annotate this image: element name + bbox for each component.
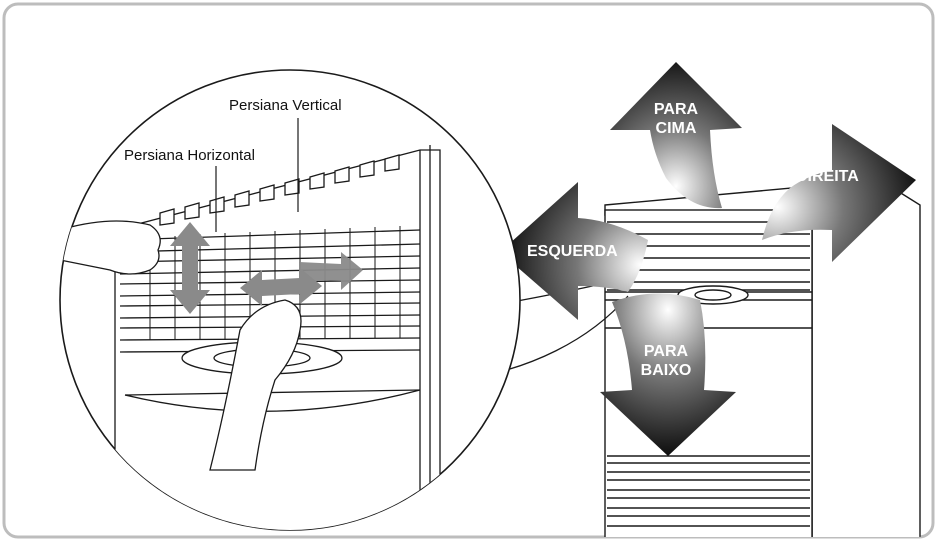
vertical-louver-fins xyxy=(159,154,400,226)
arrow-up-label: PARA CIMA xyxy=(640,100,712,138)
arrow-down-label: PARA BAIXO xyxy=(630,342,702,380)
louver-adjust-arrows xyxy=(170,222,363,314)
arrow-right-label: DIREITA xyxy=(796,168,859,185)
arrow-right xyxy=(762,124,916,262)
magnified-view xyxy=(59,69,521,531)
left-hand xyxy=(60,220,161,275)
arrow-left-label: ESQUERDA xyxy=(527,243,618,260)
horizontal-louver-label: Persiana Horizontal xyxy=(124,147,255,164)
arrow-down-label-line1: PARA xyxy=(643,343,689,360)
arrow-up-label-line2: CIMA xyxy=(655,120,697,138)
right-hand xyxy=(209,299,302,471)
arrow-up-label-line1: PARA xyxy=(653,101,699,118)
arrow-up xyxy=(610,62,742,209)
arrow-down xyxy=(600,293,736,456)
bottom-grille xyxy=(607,455,810,527)
vertical-louver-label: Persiana Vertical xyxy=(229,97,342,114)
arrow-left xyxy=(500,182,648,320)
arrow-down-label-line2: BAIXO xyxy=(640,362,692,380)
